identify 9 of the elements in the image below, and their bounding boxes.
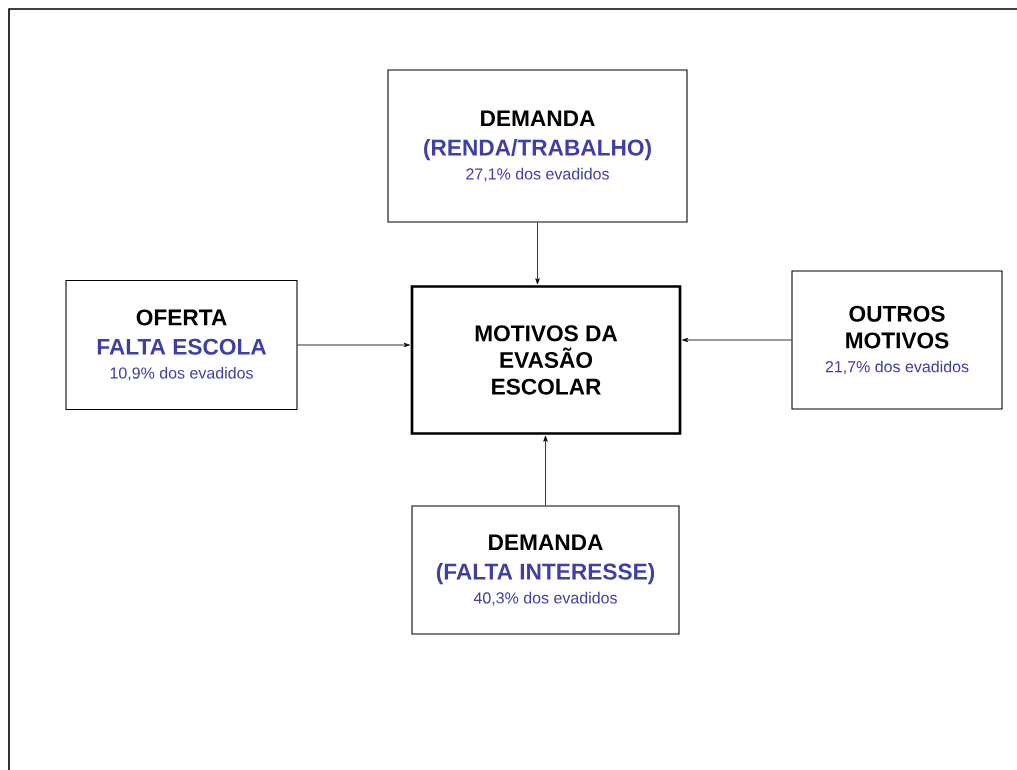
process-box: MOTIVOS DA EVASÃO ESCOLAR xyxy=(410,285,682,435)
arrow xyxy=(543,435,548,506)
arrow xyxy=(682,337,792,343)
process-box: OFERTA FALTA ESCOLA 10,9% dos evadidos xyxy=(65,279,298,411)
process-box: DEMANDA (FALTA INTERESSE) 40,3% dos evadidos xyxy=(411,505,680,635)
arrow xyxy=(297,342,410,348)
process-box: DEMANDA (RENDA/TRABALHO) 27,1% dos evadidos xyxy=(387,69,688,223)
process-box: OUTROS MOTIVOS 21,7% dos evadidos xyxy=(791,270,1003,410)
arrow xyxy=(535,222,540,285)
